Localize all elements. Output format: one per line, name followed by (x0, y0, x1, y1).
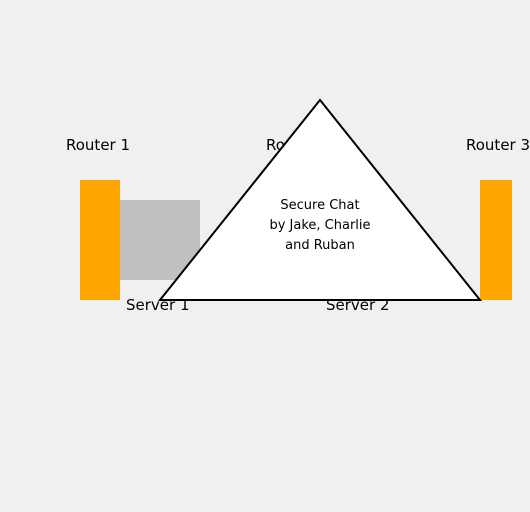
router-3-box (480, 180, 512, 300)
router-1-label: Router 1 (66, 136, 131, 154)
title-triangle (157, 98, 483, 301)
router-3-label: Router 3 (466, 136, 530, 154)
server-2-label: Server 2 (326, 296, 390, 314)
title-line-1: Secure Chat (280, 198, 360, 213)
title-line-2: by Jake, Charlie (269, 218, 371, 233)
router-1-box (80, 180, 120, 300)
server-1-label: Server 1 (126, 296, 190, 314)
title-line-3: and Ruban (285, 238, 355, 253)
title-text: Secure Chat by Jake, Charlie and Ruban (250, 196, 390, 256)
network-diagram: Router 1 Server 1 Router 2 Server 2 Rout… (66, 98, 530, 314)
triangle-overlay (157, 98, 483, 301)
